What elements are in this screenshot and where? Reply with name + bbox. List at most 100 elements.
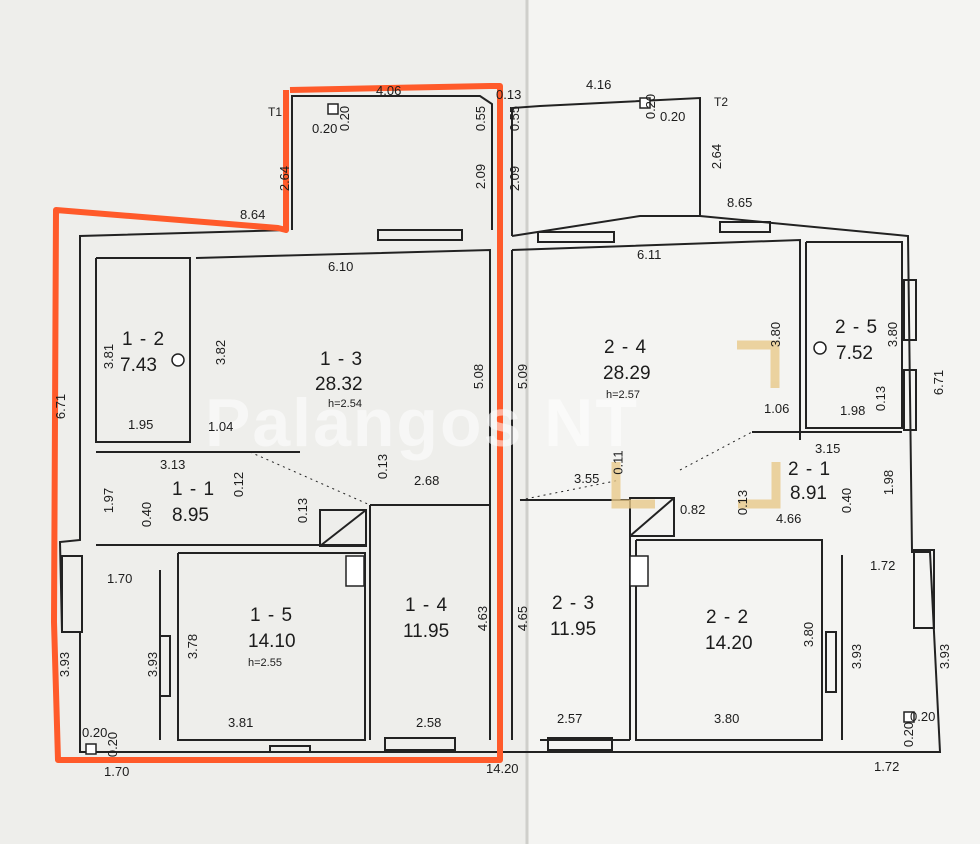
dim-198v: 1.98 — [881, 469, 897, 496]
room-area-2-2: 14.20 — [705, 633, 753, 654]
dim-198: 1.98 — [840, 403, 866, 418]
dim-left-671: 6.71 — [53, 393, 69, 420]
dim-393a: 3.93 — [57, 651, 73, 678]
dim-013d: 0.13 — [295, 497, 311, 524]
dim-r13-v2: 5.08 — [471, 363, 487, 390]
dim-611: 6.11 — [637, 247, 662, 262]
dim-865: 8.65 — [727, 195, 753, 210]
dim-258: 2.58 — [416, 715, 442, 730]
dim-011: 0.11 — [610, 450, 626, 475]
room-id-1-2: 1 - 2 — [122, 329, 166, 350]
room-id-1-5: 1 - 5 — [250, 605, 294, 626]
room-height-1-5: h=2.55 — [248, 657, 282, 669]
room-id-2-4: 2 - 4 — [604, 337, 648, 358]
dim-porch-l-055: 0.55 — [473, 105, 489, 132]
fixtures — [85, 97, 915, 755]
dotted-guides — [249, 431, 753, 506]
room-area-1-4: 11.95 — [403, 621, 450, 642]
dim-195: 1.95 — [128, 417, 154, 432]
dim-r24-v2: 3.80 — [768, 321, 784, 348]
room-area-2-4: 28.29 — [603, 363, 651, 384]
dim-257: 2.57 — [557, 711, 583, 726]
room-id-1-1: 1 - 1 — [172, 479, 216, 500]
dim-170b: 1.70 — [104, 764, 130, 779]
dim-012: 0.12 — [231, 471, 247, 498]
dim-104: 1.04 — [208, 419, 234, 434]
dim-380v: 3.80 — [801, 621, 817, 648]
dim-r24-v1: 5.09 — [515, 363, 531, 390]
dim-082: 0.82 — [680, 502, 706, 517]
marker-t2: T2 — [714, 95, 729, 109]
dim-393d: 3.93 — [937, 643, 953, 670]
dim-t2-box: 0.20 — [660, 109, 686, 124]
dim-top-mid: 0.13 — [496, 87, 522, 102]
dim-porch-r-055: 0.55 — [507, 105, 523, 132]
dim-right-671: 6.71 — [931, 369, 947, 396]
dim-380: 3.80 — [714, 711, 740, 726]
dim-864: 8.64 — [240, 207, 266, 222]
room-height-1-3: h=2.54 — [328, 398, 362, 410]
marker-t1: T1 — [268, 105, 283, 119]
dim-393b: 3.93 — [145, 651, 161, 678]
dim-013e: 0.13 — [735, 489, 751, 516]
dim-porch-r-209: 2.09 — [507, 165, 523, 192]
dim-porch-right-v: 2.64 — [709, 143, 725, 170]
room-area-2-5: 7.52 — [836, 343, 873, 364]
room-id-2-2: 2 - 2 — [706, 607, 750, 628]
dim-t2-box-v: 0.20 — [643, 93, 659, 120]
room-id-1-4: 1 - 4 — [405, 595, 449, 616]
dim-378: 3.78 — [185, 633, 201, 660]
dim-610: 6.10 — [328, 259, 354, 274]
dim-197: 1.97 — [101, 487, 117, 514]
highlight-outline — [51, 83, 503, 763]
dim-313: 3.13 — [160, 457, 186, 472]
dim-box-l: 0.20 — [82, 725, 108, 740]
dim-381: 3.81 — [228, 715, 254, 730]
dim-172b: 1.72 — [874, 759, 900, 774]
dim-porch-left-v: 2.64 — [277, 165, 293, 192]
dim-r25-v: 3.80 — [885, 321, 901, 348]
room-id-2-5: 2 - 5 — [835, 317, 879, 338]
watermark-corners — [611, 340, 781, 509]
dim-315: 3.15 — [815, 441, 841, 456]
dim-466: 4.66 — [776, 511, 802, 526]
room-area-2-1: 8.91 — [790, 483, 827, 504]
watermark: Palangos NT — [205, 385, 639, 461]
dim-268: 2.68 — [414, 473, 440, 488]
dim-465: 4.65 — [515, 605, 531, 632]
room-area-1-1: 8.95 — [172, 505, 209, 526]
dim-040b: 0.40 — [839, 487, 855, 514]
room-id-2-3: 2 - 3 — [552, 593, 596, 614]
room-height-2-4: h=2.57 — [606, 389, 640, 401]
room-area-1-2: 7.43 — [120, 355, 157, 376]
dim-040a: 0.40 — [139, 501, 155, 528]
left-page — [0, 0, 527, 844]
walls — [58, 95, 942, 753]
dim-355: 3.55 — [574, 471, 600, 486]
dim-013a: 0.13 — [873, 385, 889, 412]
dim-t1-box: 0.20 — [312, 121, 338, 136]
room-area-1-5: 14.10 — [248, 631, 296, 652]
dim-r12-v: 3.81 — [101, 343, 117, 370]
dim-1420: 14.20 — [486, 761, 519, 776]
dim-box-r: 0.20 — [910, 709, 936, 724]
dim-106: 1.06 — [764, 401, 790, 416]
dim-r13-v1: 3.82 — [213, 339, 229, 366]
dim-top-left-width: 4.06 — [376, 83, 402, 98]
dim-170a: 1.70 — [107, 571, 133, 586]
dim-box-l-v: 0.20 — [105, 731, 121, 758]
dim-013b: 0.13 — [375, 453, 391, 480]
dim-172a: 1.72 — [870, 558, 896, 573]
room-id-2-1: 2 - 1 — [788, 459, 832, 480]
dim-463: 4.63 — [475, 605, 491, 632]
room-id-1-3: 1 - 3 — [320, 349, 364, 370]
room-area-2-3: 11.95 — [550, 619, 597, 640]
dim-box-r-v: 0.20 — [901, 721, 917, 748]
dim-porch-l-209: 2.09 — [473, 163, 489, 190]
room-area-1-3: 28.32 — [315, 374, 363, 395]
dim-393c: 3.93 — [849, 643, 865, 670]
dim-top-right-width: 4.16 — [586, 77, 612, 92]
dim-t1-box-v: 0.20 — [337, 105, 353, 132]
